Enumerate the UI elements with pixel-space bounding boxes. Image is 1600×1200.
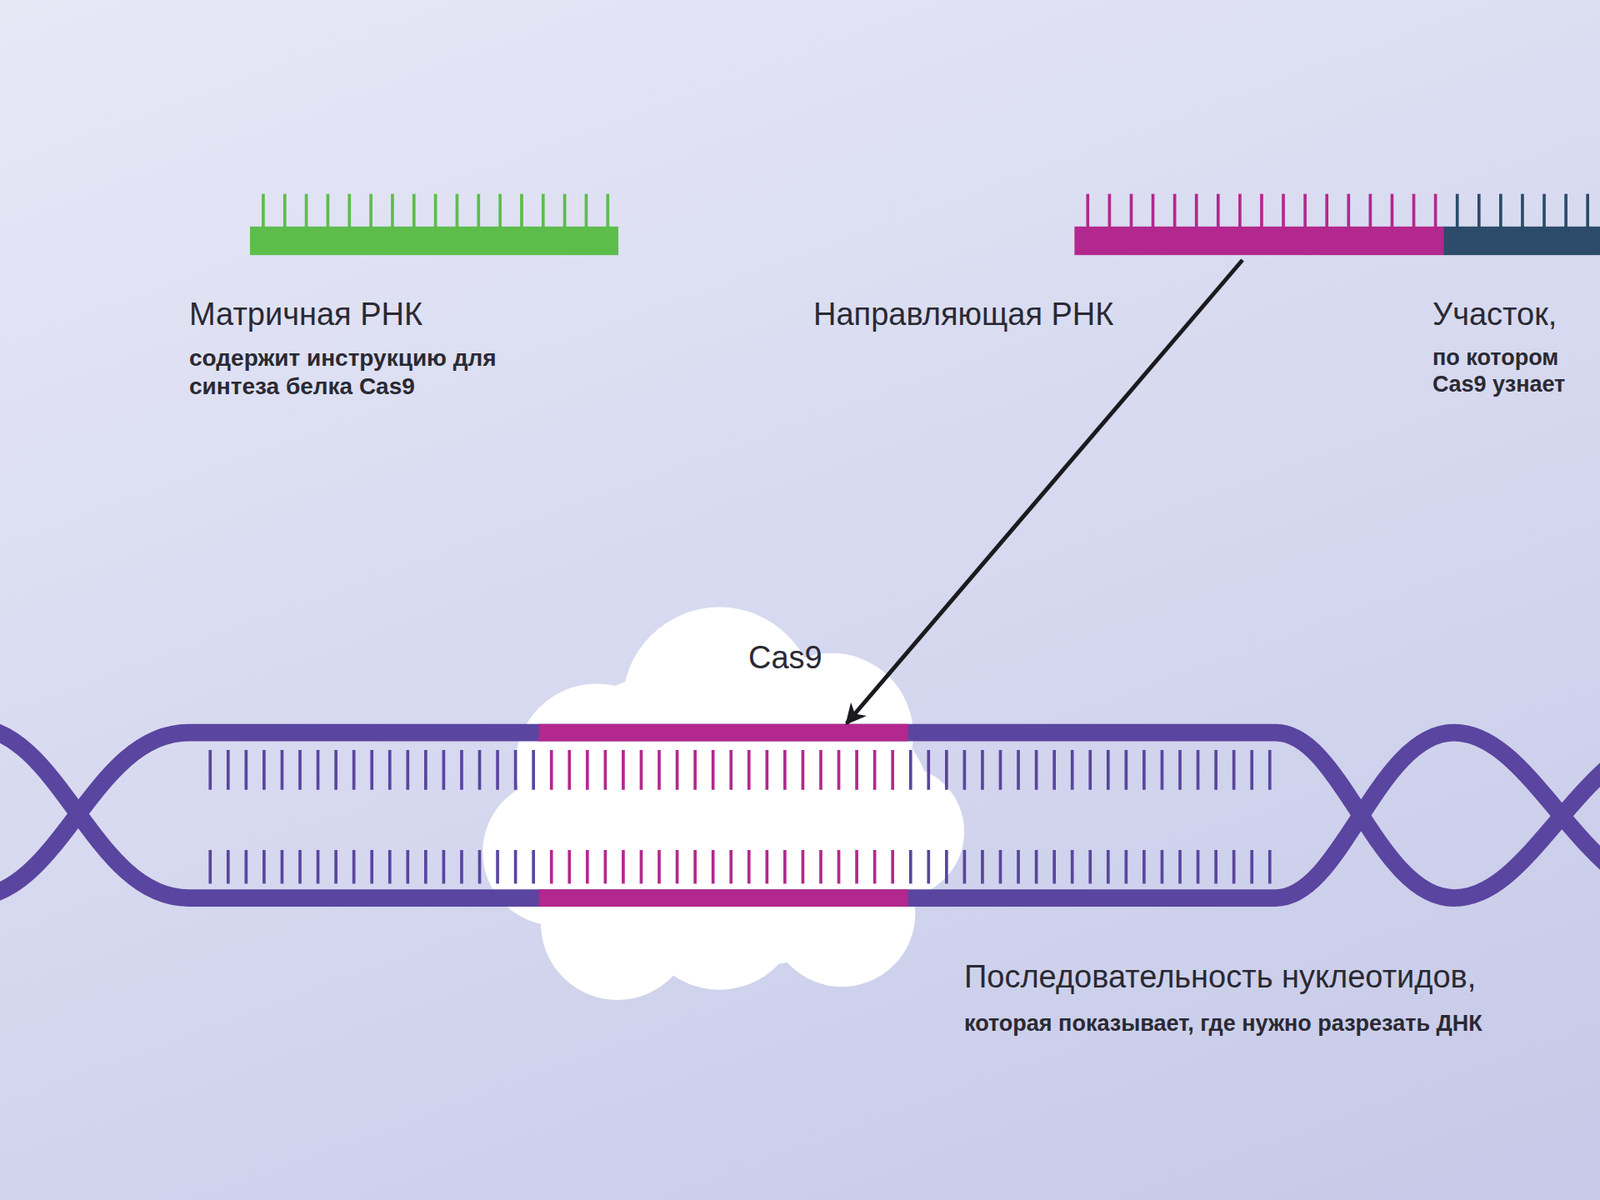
node-heading: Направляющая РНК xyxy=(813,295,1114,335)
cas9-cloud xyxy=(482,607,965,1000)
node-description: содержит инструкцию для синтеза белка Ca… xyxy=(189,344,531,400)
target-sequence: Последовательность нуклеотидов,которая п… xyxy=(539,723,909,913)
dna-helix xyxy=(0,726,1600,899)
node-description: которая показывает, где нужно разрезать … xyxy=(964,1010,1483,1037)
node-heading: Участок, xyxy=(1432,295,1557,335)
cas9-protein: Cas9 xyxy=(479,607,965,990)
guide-rna-strand: Направляющая РНК xyxy=(1074,194,1445,255)
protein-label: Cas9 xyxy=(748,639,823,678)
mrna-strand: Матричная РНКсодержит инструкцию для син… xyxy=(250,194,618,255)
recognition-region: Участок,по котором Cas9 узнает xyxy=(1444,194,1600,255)
node-heading: Последовательность нуклеотидов, xyxy=(964,958,1476,997)
node-heading: Матричная РНК xyxy=(189,295,423,335)
target-segment xyxy=(539,732,909,898)
node-description: по котором Cas9 узнает xyxy=(1432,344,1587,399)
rna-strands xyxy=(250,226,1600,255)
